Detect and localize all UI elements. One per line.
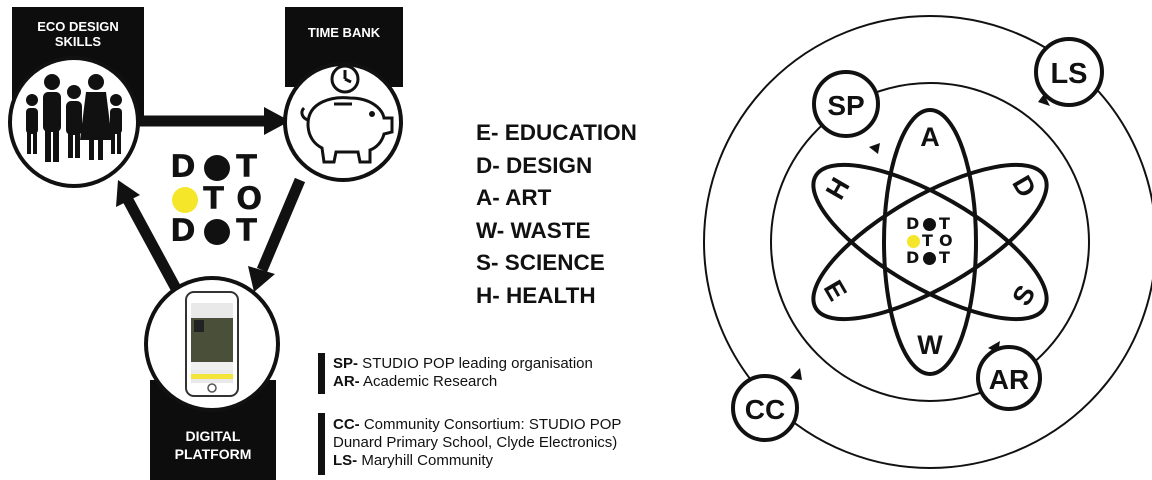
digital-title-line1: DIGITAL [185, 428, 241, 444]
time-bank-title: TIME BANK [307, 25, 381, 40]
eco-design-title-line1: ECO DESIGN [37, 19, 119, 34]
node-ar: AR [976, 345, 1042, 411]
logo-letter: O [236, 181, 263, 217]
atom-logo-letter: O [939, 231, 953, 250]
atom-logo-letter: T [922, 231, 933, 250]
letter-h: H [820, 173, 856, 205]
dot-to-dot-logo: D T T O D T [170, 149, 266, 249]
note-cc-continued: Dunard Primary School, Clyde Electronics… [333, 434, 618, 451]
node-sp-label: SP [827, 90, 864, 121]
atom-logo-yellow-dot [907, 235, 920, 248]
node-ar-label: AR [989, 364, 1029, 395]
atom-orbits [811, 108, 1049, 376]
letter-d: D [1006, 171, 1042, 203]
note-ls: LS- Maryhill Community [333, 452, 494, 469]
legend-education: E- EDUCATION [476, 120, 637, 145]
note-sp: SP- STUDIO POP leading organisation [333, 355, 593, 372]
logo-letter: D [170, 213, 196, 249]
legend-design: D- DESIGN [476, 152, 593, 178]
note-cc: CC- Community Consortium: STUDIO POP [333, 416, 622, 433]
atom-diagram: A D S W E H SP LS AR CC [703, 15, 1152, 469]
logo-letter: T [236, 213, 258, 249]
notes-bar-2 [318, 413, 325, 475]
digital-title-line2: PLATFORM [174, 446, 252, 462]
arrow-sp [869, 143, 880, 154]
triangle-diagram [8, 56, 403, 412]
letter-a: A [920, 122, 940, 152]
piggy-bank-clock-icon [300, 64, 394, 164]
eco-design-title-line2: SKILLS [54, 34, 102, 49]
node-cc-label: CC [745, 394, 785, 425]
letter-w: W [917, 330, 943, 360]
arrow-digital-to-eco [116, 180, 185, 299]
orbit-vertical [882, 108, 978, 376]
logo-letter: T [236, 149, 258, 185]
atom-logo-dot [923, 218, 936, 231]
node-ls-label: LS [1050, 58, 1087, 90]
notes-group-1: SP- STUDIO POP leading organisation AR- … [333, 355, 593, 391]
legend-health: H- HEALTH [476, 282, 596, 308]
node-sp: SP [812, 70, 880, 138]
orbit-right [811, 162, 1049, 322]
family-icon [26, 74, 122, 162]
acronym-legend: E- EDUCATION D- DESIGN A- ART W- WASTE S… [476, 117, 637, 313]
atom-logo-letter: T [939, 214, 950, 233]
atom-center [900, 210, 960, 270]
atom-logo: D T T O D T [906, 216, 954, 266]
orbit-left [811, 162, 1049, 322]
legend-art: A- ART [476, 185, 552, 211]
logo-dot [204, 219, 230, 245]
inner-ring [770, 82, 1090, 402]
atom-logo-dot [923, 252, 936, 265]
arrow-cc [790, 368, 802, 380]
arrow-ls [1038, 94, 1050, 106]
atom-logo-letter: D [906, 248, 920, 267]
atom-logo-letter: D [906, 214, 920, 233]
letter-e: E [818, 275, 853, 306]
atom-logo-letter: T [939, 248, 950, 267]
logo-yellow-dot [172, 187, 198, 213]
note-ar: AR- Academic Research [333, 373, 498, 390]
notes-group-2: CC- Community Consortium: STUDIO POP Dun… [333, 416, 621, 470]
outer-ring [703, 15, 1152, 469]
logo-letter: T [203, 181, 225, 217]
node-ls: LS [1034, 37, 1104, 107]
letter-s: S [1006, 280, 1041, 311]
arrow-time-to-digital [248, 177, 306, 292]
notes-bar-1 [318, 353, 325, 394]
legend-science: S- SCIENCE [476, 250, 605, 276]
logo-letter: D [170, 149, 196, 185]
arrow-eco-to-time [128, 107, 290, 135]
time-bank-circle [283, 62, 403, 182]
legend-waste: W- WASTE [476, 217, 591, 243]
smartphone-icon [185, 291, 239, 397]
logo-dot [204, 155, 230, 181]
node-cc: CC [731, 374, 799, 442]
